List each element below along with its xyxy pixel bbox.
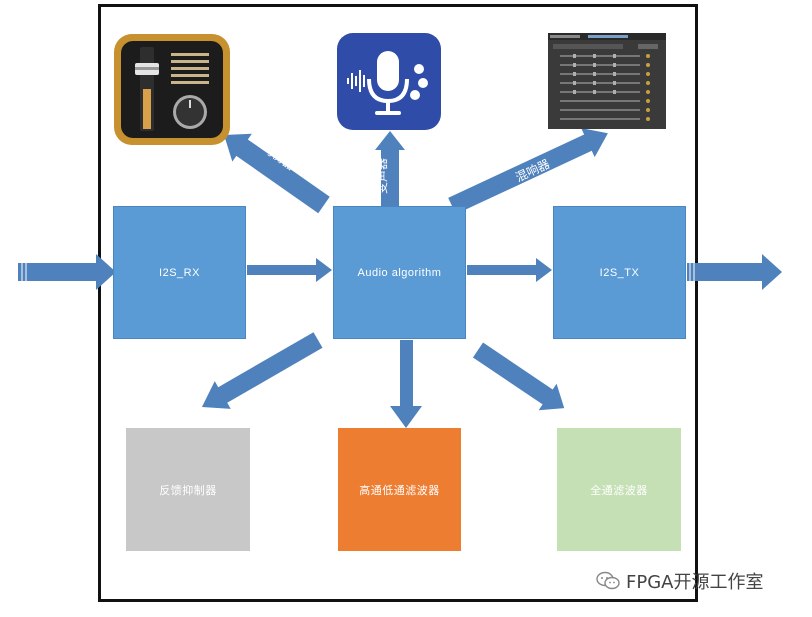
rx-to-algo-arrow	[247, 258, 332, 282]
i2s-tx-label: I2S_TX	[599, 266, 640, 279]
voice-changer-arrow-label: 变声器	[374, 158, 389, 194]
reverb-settings-panel	[548, 33, 666, 129]
hp-lp-filter-block: 高通低通滤波器	[338, 428, 461, 551]
audio-algorithm-block: Audio algorithm	[333, 206, 466, 339]
watermark: FPGA开源工作室	[596, 568, 763, 594]
allpass-arrow	[472, 342, 565, 411]
system-frame	[98, 4, 698, 602]
voice-changer-arrow	[375, 131, 405, 207]
wechat-icon	[596, 571, 620, 590]
i2s-rx-block: I2S_RX	[113, 206, 246, 339]
i2s-tx-block: I2S_TX	[553, 206, 686, 339]
watermark-text: FPGA开源工作室	[626, 572, 764, 593]
feedback-suppressor-label: 反馈抑制器	[159, 484, 217, 497]
feedback-arrow	[201, 332, 323, 409]
algo-to-tx-arrow	[467, 258, 552, 282]
equalizer-arrow	[224, 133, 330, 214]
hp-lp-filter-label: 高通低通滤波器	[359, 484, 440, 497]
hp-lp-arrow	[390, 340, 422, 428]
reverb-arrow	[448, 128, 608, 215]
audio-algorithm-label: Audio algorithm	[357, 266, 442, 279]
equalizer-app-icon	[113, 33, 231, 146]
microphone-voice-icon	[337, 33, 441, 130]
feedback-suppressor-block: 反馈抑制器	[126, 428, 250, 551]
input-arrow	[18, 254, 116, 290]
allpass-filter-block: 全通滤波器	[557, 428, 681, 551]
allpass-filter-label: 全通滤波器	[590, 484, 648, 497]
output-arrow	[687, 254, 782, 290]
i2s-rx-label: I2S_RX	[159, 266, 200, 279]
